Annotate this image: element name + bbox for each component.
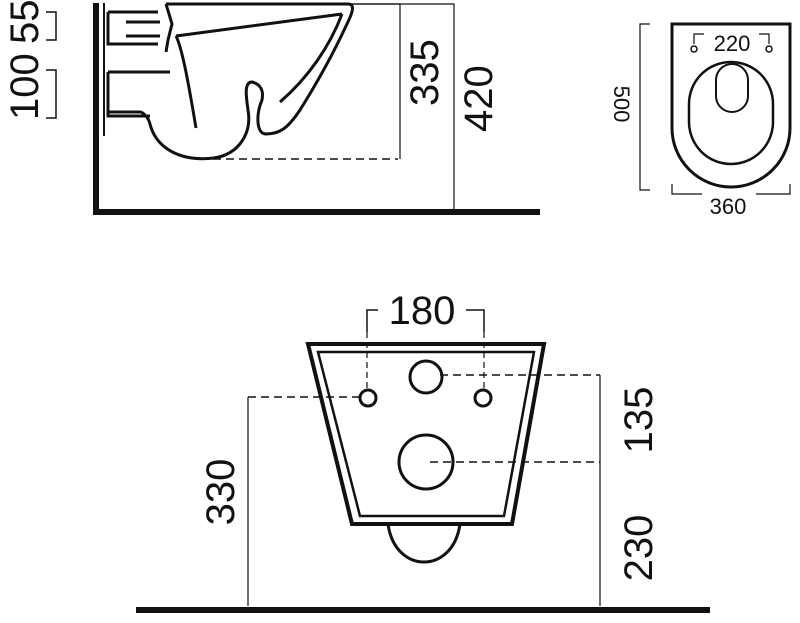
- front-bolt-hole-left: [358, 388, 378, 408]
- dim-label-420: 420: [457, 65, 501, 132]
- side-outlet-pipe: [106, 70, 170, 118]
- top-bolt-hole-right: [765, 45, 773, 53]
- top-bowl-inner: [687, 60, 775, 166]
- dim-label-330: 330: [199, 459, 243, 526]
- dim-label-135: 135: [617, 387, 661, 454]
- dim-label-100: 100: [3, 53, 47, 120]
- side-wall-floor: [93, 3, 540, 215]
- dim-bracket-100: [46, 69, 57, 119]
- top-bowl-opening: [715, 63, 749, 113]
- top-bolt-hole-left: [690, 45, 698, 53]
- dim-label-335: 335: [403, 39, 447, 106]
- dim-label-55: 55: [3, 0, 47, 44]
- front-body-inner: [316, 350, 536, 518]
- front-body-outer: [305, 342, 547, 526]
- dim-bracket-500: [639, 23, 650, 191]
- dim-bracket-180: [366, 309, 485, 332]
- dim-bracket-360: [671, 184, 791, 195]
- front-bolt-hole-right: [473, 388, 493, 408]
- dim-label-220: 220: [714, 31, 751, 56]
- side-bowl-outline: [108, 2, 354, 161]
- dim-label-500: 500: [609, 86, 634, 123]
- dim-line-420: [350, 3, 455, 209]
- dim-bracket-55: [46, 11, 57, 41]
- side-bowl-inner: [174, 12, 344, 129]
- dim-label-360: 360: [710, 194, 747, 219]
- front-view: [136, 309, 710, 613]
- dim-label-230: 230: [617, 515, 661, 582]
- dim-line-335: [346, 3, 401, 159]
- front-inlet-hole: [408, 359, 444, 395]
- side-view: [46, 2, 540, 215]
- top-view: [639, 22, 792, 195]
- top-bowl-outline: [670, 22, 792, 189]
- front-outlet-hole: [397, 433, 455, 491]
- side-inlet-pipe: [106, 10, 160, 46]
- dim-bracket-220: [693, 33, 770, 44]
- front-bowl-bottom: [386, 523, 462, 564]
- dim-label-180: 180: [389, 289, 456, 333]
